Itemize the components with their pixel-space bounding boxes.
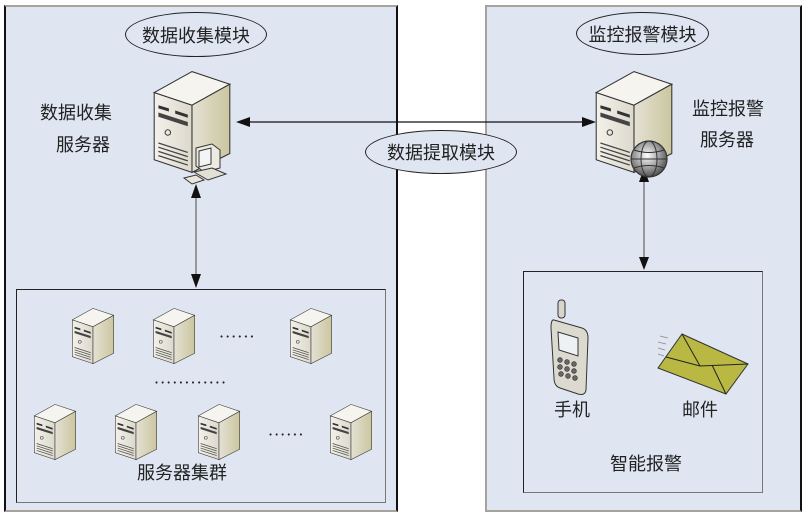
data-extraction-module-title: 数据提取模块 [365,130,517,174]
monitoring-alarm-server-label-line1: 监控报警 [692,99,764,120]
cluster-server-icon [152,308,196,364]
data-collection-module-title: 数据收集模块 [125,12,267,57]
cluster-server-icon [71,308,115,364]
arrowhead-left [236,117,250,127]
cluster-server-icon [329,404,373,460]
email-envelope-icon [657,333,749,395]
monitoring-alarm-server-label-line2: 服务器 [700,130,754,151]
arrowhead-up-left [191,184,201,198]
cluster-server-icon [114,404,158,460]
mobile-phone-icon [550,299,589,395]
cluster-server-icon [289,308,333,364]
cluster-row1-ellipsis: ······ [219,327,256,346]
arrowhead-down-right [639,257,649,270]
server-cluster-label: 服务器集群 [137,463,227,484]
workstation-icon [182,143,228,185]
arrowhead-down-left [191,274,201,288]
cluster-server-icon [33,404,77,460]
email-label: 邮件 [682,400,718,421]
data-collection-server-label-line2: 服务器 [56,135,110,156]
phone-label: 手机 [554,400,590,421]
arrowhead-right [582,117,596,127]
cluster-server-icon [197,404,241,460]
cluster-row2-ellipsis: ······ [268,425,305,444]
cluster-middle-ellipsis: ············ [154,373,228,392]
smart-alarm-label: 智能报警 [610,454,682,475]
monitoring-alarm-module-title: 监控报警模块 [576,12,709,55]
globe-icon [630,140,668,178]
data-collection-server-label-line1: 数据收集 [40,103,112,124]
